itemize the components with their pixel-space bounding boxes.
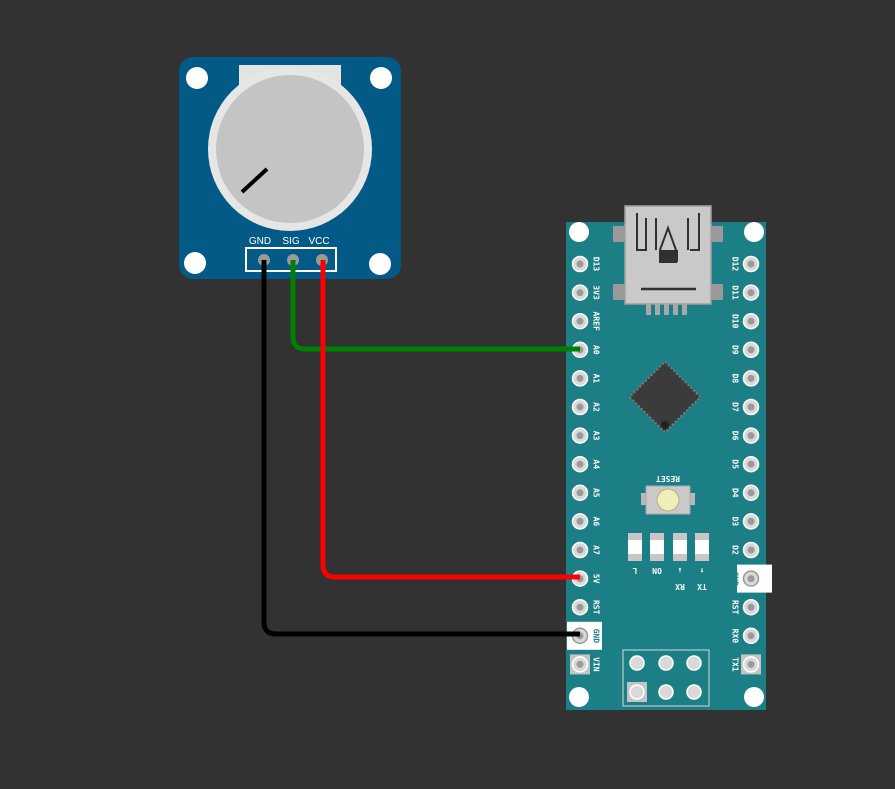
mount-hole	[569, 687, 589, 707]
knob-indicator	[240, 167, 269, 194]
knob[interactable]	[216, 75, 364, 223]
icsp-header	[622, 649, 710, 707]
nano-pin-label-right-d6: D6	[731, 431, 740, 441]
pin-hole	[576, 660, 584, 668]
pin-hole	[747, 460, 755, 468]
pin-hole	[747, 489, 755, 497]
pin-hole	[576, 517, 584, 525]
pin-hole	[576, 460, 584, 468]
nano-pin-label-left-rst: RST	[592, 600, 601, 615]
pin-hole	[747, 660, 755, 668]
nano-pin-label-right-d12: D12	[731, 257, 740, 272]
pin-hole	[747, 374, 755, 382]
nano-pin-label-right-d8: D8	[731, 374, 740, 384]
pin-hole	[747, 432, 755, 440]
nano-pin-label-left-5v: 5V	[592, 574, 601, 584]
nano-pin-label-left-a6: A6	[592, 517, 601, 527]
reset-button[interactable]: RESET	[641, 474, 695, 515]
mount-hole	[186, 67, 208, 89]
pin-hole	[576, 546, 584, 554]
pin-hole	[747, 546, 755, 554]
nano-pin-label-right-rst: RST	[731, 600, 740, 615]
mount-hole	[569, 222, 589, 242]
reset-label: RESET	[656, 474, 680, 483]
mount-hole	[369, 253, 391, 275]
mount-hole	[744, 687, 764, 707]
status-leds: L ON ↓ ↑ RX TX	[628, 533, 709, 591]
pin-hole	[747, 603, 755, 611]
pin-hole	[576, 603, 584, 611]
nano-pin-label-left-gnd: GND	[592, 629, 601, 644]
nano-pin-label-left-a5: A5	[592, 488, 601, 498]
nano-pin-label-left-a1: A1	[592, 374, 601, 384]
pin-hole	[576, 374, 584, 382]
nano-pin-label-right-d3: D3	[731, 517, 740, 527]
wire-gnd[interactable]	[261, 260, 580, 637]
led-label-rx: RX	[675, 582, 685, 591]
nano-pin-label-left-d13: D13	[592, 257, 601, 272]
nano-pin-label-right-d11: D11	[731, 285, 740, 300]
led-label-rx-arrow: ↓	[678, 566, 683, 575]
pin-hole	[576, 289, 584, 297]
pot-pin-label-gnd: GND	[249, 236, 271, 247]
nano-pin-label-right-d5: D5	[731, 459, 740, 469]
microcontroller-chip	[628, 360, 702, 434]
nano-pin-label-right-d9: D9	[731, 345, 740, 355]
pin-hole	[747, 403, 755, 411]
led-label-tx-arrow: ↑	[700, 566, 705, 575]
wire-vcc[interactable]	[320, 260, 580, 580]
pin-hole	[576, 489, 584, 497]
pin-hole	[576, 260, 584, 268]
nano-pin-label-right-rx0: RX0	[731, 629, 740, 644]
nano-pin-label-left-3v3: 3V3	[592, 285, 601, 300]
pin-hole	[576, 403, 584, 411]
pot-pin-label-sig: SIG	[282, 236, 299, 247]
nano-pin-label-right-d10: D10	[731, 314, 740, 329]
led-label-tx: TX	[697, 582, 707, 591]
nano-pin-label-left-a3: A3	[592, 431, 601, 441]
pin-hole	[576, 432, 584, 440]
wire-sig[interactable]	[290, 260, 580, 352]
pot-pin-label-vcc: VCC	[308, 236, 329, 247]
pin-hole	[747, 260, 755, 268]
mount-hole	[370, 67, 392, 89]
led-label-on: ON	[652, 566, 662, 575]
nano-pin-label-left-a4: A4	[592, 459, 601, 469]
pin-hole	[747, 346, 755, 354]
pin-hole	[576, 317, 584, 325]
nano-pin-label-right-d2: D2	[731, 545, 740, 555]
nano-pin-label-left-a7: A7	[592, 545, 601, 555]
nano-pin-label-left-a2: A2	[592, 402, 601, 412]
pin-hole	[747, 575, 755, 583]
nano-pin-label-right-d7: D7	[731, 402, 740, 412]
pin-hole	[747, 632, 755, 640]
mount-hole	[184, 252, 206, 274]
led-label-l: L	[632, 566, 637, 575]
wires	[261, 260, 580, 637]
nano-pin-label-right-gnd: GND	[731, 571, 740, 586]
nano-pin-label-left-a0: A0	[592, 345, 601, 355]
usb-connector	[613, 205, 723, 315]
nano-pin-label-right-tx1: TX1	[731, 657, 740, 672]
nano-pin-label-right-d4: D4	[731, 488, 740, 498]
arduino-nano[interactable]: RESET L ON ↓ ↑ RX TX	[566, 205, 772, 710]
nano-pin-label-left-vin: VIN	[592, 657, 601, 672]
pin-hole	[747, 517, 755, 525]
potentiometer-module[interactable]: GND SIG VCC	[179, 57, 401, 279]
nano-pin-label-left-aref: AREF	[592, 312, 601, 331]
pin-hole	[747, 317, 755, 325]
pin-hole	[747, 289, 755, 297]
mount-hole	[744, 222, 764, 242]
